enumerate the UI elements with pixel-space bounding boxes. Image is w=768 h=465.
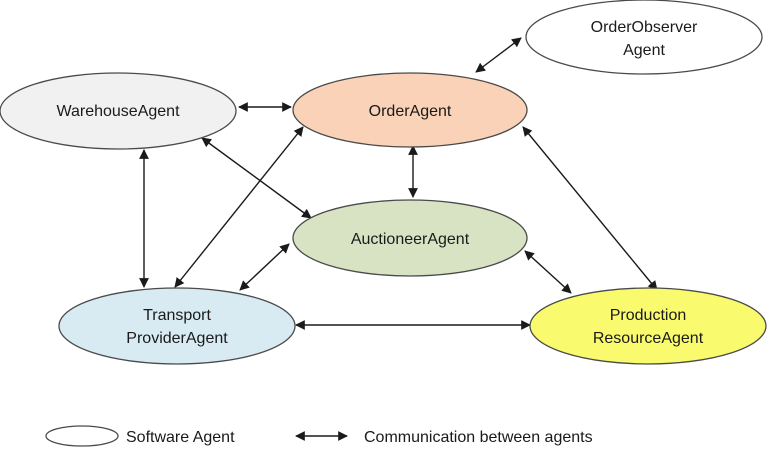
agent-node-order: OrderAgent <box>292 72 528 148</box>
transport-ellipse <box>58 287 296 365</box>
agent-node-warehouse: WarehouseAgent <box>0 72 237 150</box>
legend-agent-symbol <box>45 425 119 447</box>
auctioneer-ellipse <box>292 199 528 277</box>
legend-software-agent-label: Software Agent <box>126 429 235 446</box>
order-label: OrderAgent <box>369 103 452 120</box>
transport-label-line2: ProviderAgent <box>126 330 228 347</box>
link-transport-order <box>174 126 304 288</box>
auctioneer-label: AuctioneerAgent <box>351 231 470 248</box>
production-label-line2: ResourceAgent <box>593 330 704 347</box>
legend: Software Agent Communication between age… <box>45 425 593 447</box>
link-transport-auctioneer <box>239 243 290 291</box>
legend-communication-label: Communication between agents <box>364 429 593 446</box>
order-observer-label-line2: Agent <box>623 42 665 59</box>
order-observer-ellipse <box>525 0 763 75</box>
agent-node-order-observer: OrderObserver Agent <box>525 0 763 75</box>
transport-label-line1: Transport <box>143 307 211 324</box>
warehouse-ellipse <box>0 72 237 150</box>
production-ellipse <box>529 287 767 365</box>
link-order-production <box>522 126 658 291</box>
link-auctioneer-production <box>524 250 572 294</box>
link-warehouse-auctioneer <box>201 137 312 219</box>
agent-node-transport: Transport ProviderAgent <box>58 287 296 365</box>
link-order-orderobserver <box>475 37 522 73</box>
order-observer-label-line1: OrderObserver <box>591 19 698 36</box>
agent-node-auctioneer: AuctioneerAgent <box>292 199 528 277</box>
communication-links <box>139 37 658 330</box>
warehouse-label: WarehouseAgent <box>56 103 180 120</box>
agent-node-production: Production ResourceAgent <box>529 287 767 365</box>
order-ellipse <box>292 72 528 148</box>
production-label-line1: Production <box>610 307 687 324</box>
